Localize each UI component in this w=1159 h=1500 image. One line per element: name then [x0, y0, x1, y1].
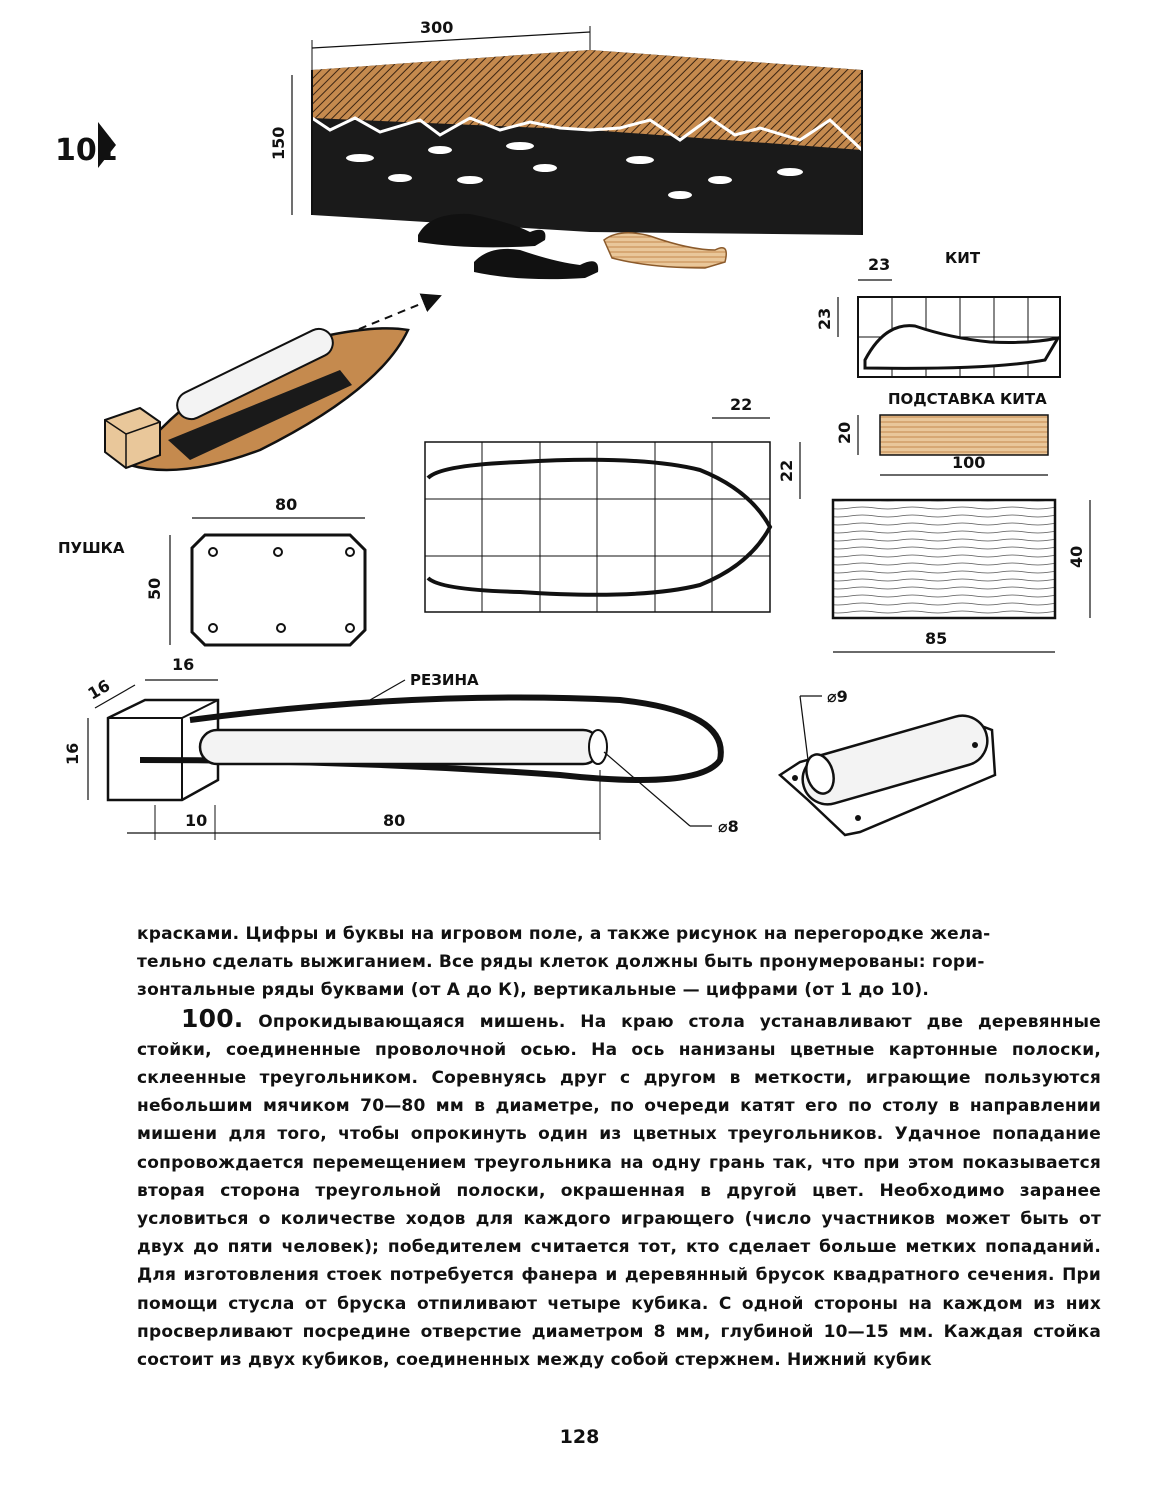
svg-text:20: 20 — [835, 422, 854, 444]
dimension-panel-height: 150 — [269, 75, 293, 215]
wood-block-drawing: 40 85 — [831, 498, 1091, 653]
text-line-2: тельно сделать выжиганием. Все ряды клет… — [137, 952, 985, 973]
svg-text:100: 100 — [952, 453, 985, 472]
dimension-panel-width: 300 — [311, 18, 591, 70]
svg-text:⌀9: ⌀9 — [827, 687, 848, 706]
backdrop-panel — [311, 50, 864, 235]
svg-text:80: 80 — [275, 495, 297, 514]
svg-text:23: 23 — [815, 308, 834, 330]
svg-text:РЕЗИНА: РЕЗИНА — [410, 671, 479, 689]
page-number: 128 — [559, 1426, 600, 1448]
cannon-boat-illustration — [104, 327, 410, 472]
section-title: Опрокидывающаяся мишень. — [258, 1011, 566, 1032]
pipe-bracket-illustration: ⌀9 — [777, 687, 997, 837]
text-line-3: зонтальные ряды буквами (от А до К), вер… — [137, 980, 930, 1001]
svg-text:22: 22 — [777, 460, 796, 482]
svg-text:50: 50 — [145, 578, 164, 600]
section-100: 100. Опрокидывающаяся мишень. На краю ст… — [137, 1003, 1101, 1375]
svg-text:⌀8: ⌀8 — [718, 817, 739, 836]
text-line-1: красками. Цифры и буквы на игровом поле,… — [137, 924, 991, 944]
svg-text:80: 80 — [383, 811, 405, 830]
cube-rod-assembly: РЕЗИНА 16 16 16 10 80 ⌀8 — [63, 655, 739, 840]
section-number: 100. — [181, 1003, 244, 1033]
svg-text:22: 22 — [730, 395, 752, 414]
svg-text:23: 23 — [868, 255, 890, 274]
svg-text:ПУШКА: ПУШКА — [58, 539, 125, 557]
svg-text:150: 150 — [269, 127, 288, 160]
svg-text:85: 85 — [925, 629, 947, 648]
body-text: красками. Цифры и буквы на игровом поле,… — [137, 920, 1101, 1374]
svg-text:10: 10 — [185, 811, 207, 830]
svg-text:ПОДСТАВКА КИТА: ПОДСТАВКА КИТА — [888, 390, 1047, 408]
hull-grid-drawing: 22 22 — [424, 395, 801, 613]
figure-101: 101 300 150 — [55, 18, 1091, 840]
svg-text:КИТ: КИТ — [945, 249, 981, 267]
whale-cutouts — [418, 213, 727, 280]
whale-stand-drawing: ПОДСТАВКА КИТА 20 100 — [835, 390, 1049, 476]
svg-text:300: 300 — [420, 18, 453, 37]
section-body: На краю стола устанавливают две деревянн… — [137, 1011, 1101, 1371]
whale-grid-drawing: КИТ 23 23 — [815, 249, 1062, 378]
svg-text:40: 40 — [1067, 546, 1086, 568]
svg-text:16: 16 — [63, 743, 82, 765]
cannon-plate-drawing: ПУШКА 80 50 — [58, 495, 367, 647]
svg-text:16: 16 — [172, 655, 194, 674]
figure-number: 101 — [55, 122, 118, 168]
